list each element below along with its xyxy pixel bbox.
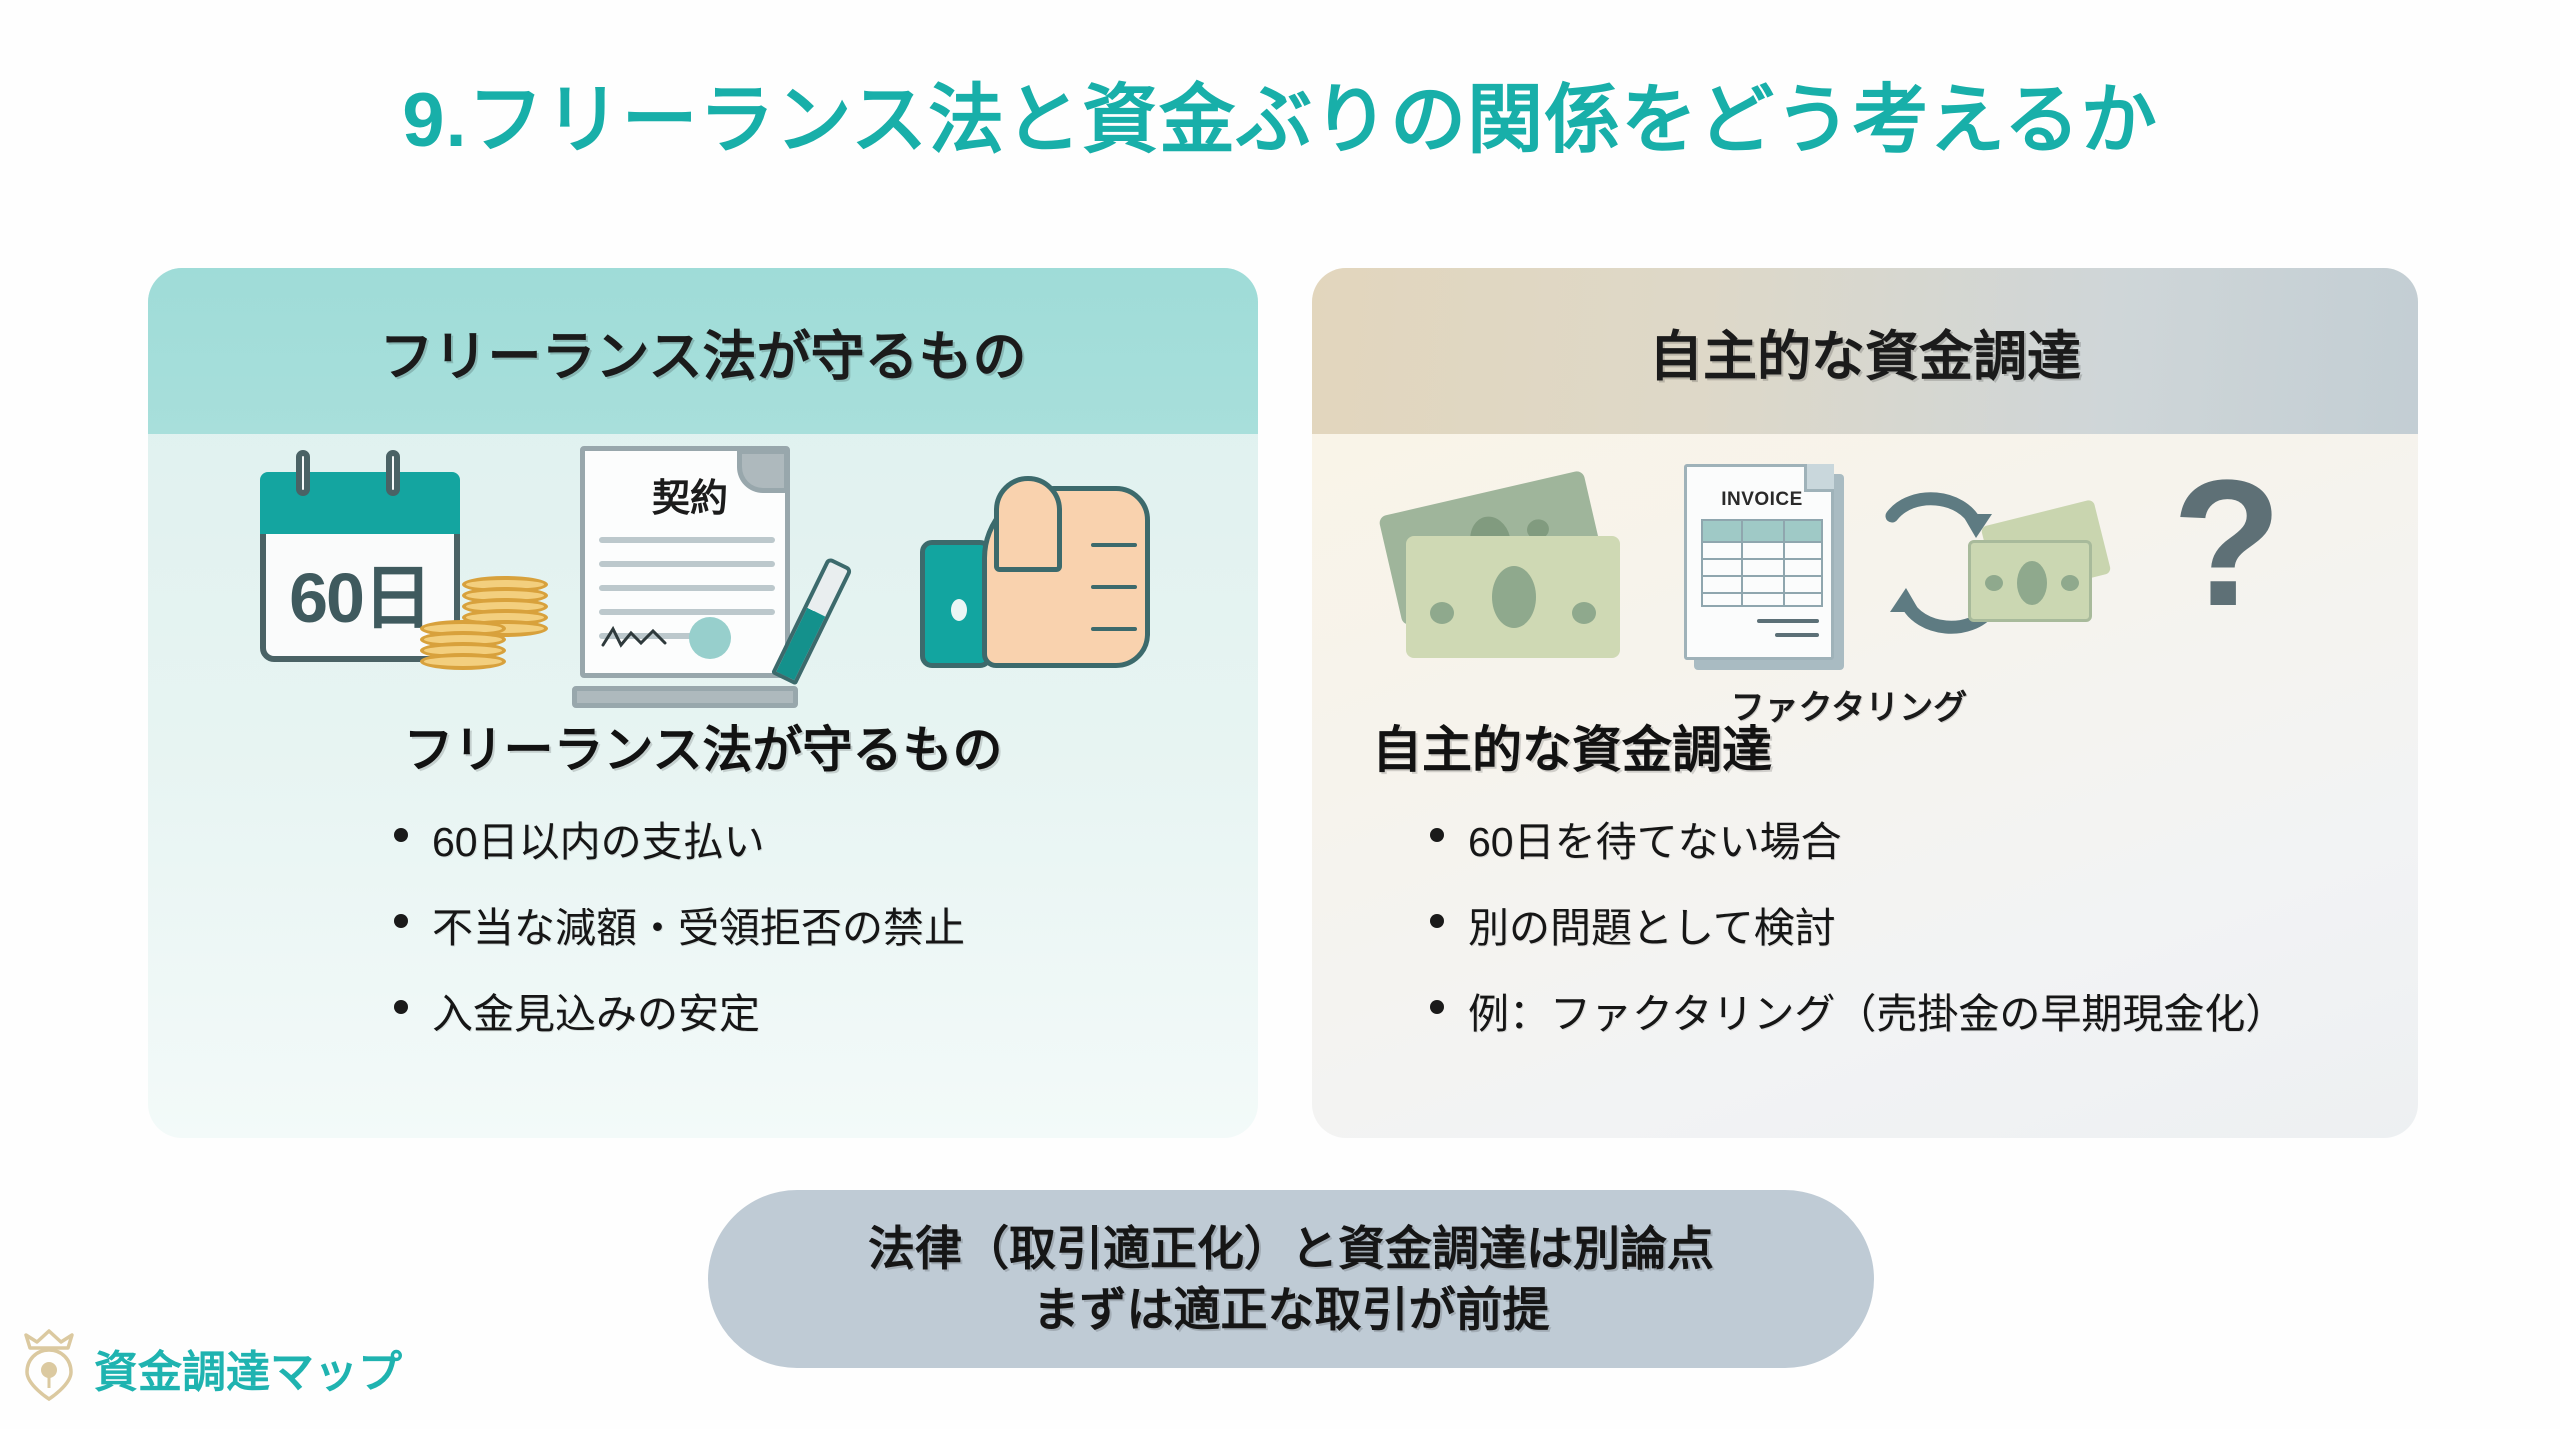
left-card-body: フリーランス法が守るもの 60日以内の支払い 不当な減額・受領拒否の禁止 入金見… (148, 704, 1258, 1040)
right-bullet-list: 60日を待てない場合 別の問題として検討 例：ファクタリング（売掛金の早期現金化… (1422, 808, 2418, 1040)
crowned-map-pin-icon (18, 1328, 80, 1407)
banknotes-icon (1378, 469, 1644, 672)
list-item: 60日以内の支払い (386, 808, 1258, 868)
question-mark-icon: ? (2172, 443, 2282, 644)
right-body-title: 自主的な資金調達 (1372, 722, 1772, 778)
invoice-label: INVOICE (1721, 489, 1803, 510)
contract-document-icon: 契約 (572, 446, 854, 708)
calendar-label: 60日 (289, 559, 433, 637)
card-freelance-law: フリーランス法が守るもの 60日 (148, 268, 1258, 1138)
summary-banner: 法律（取引適正化）と資金調達は別論点 まずは適正な取引が前提 (708, 1190, 1874, 1368)
banner-line-2: まずは適正な取引が前提 (1032, 1283, 1550, 1336)
page-title: 9.フリーランス法と資金ぶりの関係をどう考えるか (402, 78, 2158, 163)
illustration-right: INVOICE (1312, 434, 2418, 727)
card-header-left-text: フリーランス法が守るもの (379, 326, 1027, 387)
card-header-right: 自主的な資金調達 (1312, 268, 2418, 434)
calendar-icon: 60日 (260, 450, 460, 662)
invoice-icon: INVOICE (1684, 464, 1874, 674)
cash-icon (1958, 499, 2112, 632)
card-header-right-text: 自主的な資金調達 (1649, 326, 2081, 387)
left-bullet-list: 60日以内の支払い 不当な減額・受領拒否の禁止 入金見込みの安定 (386, 808, 1258, 1040)
left-body-title: フリーランス法が守るもの (403, 722, 1003, 778)
document-label: 契約 (651, 478, 728, 520)
card-self-funding: 自主的な資金調達 INVOICE (1312, 268, 2418, 1138)
banner-line-1: 法律（取引適正化）と資金調達は別論点 (868, 1221, 1714, 1275)
signature-scribble-icon (601, 623, 671, 649)
thumbs-up-icon (920, 476, 1150, 678)
factoring-caption: ファクタリング (1730, 689, 1968, 727)
list-item: 例：ファクタリング（売掛金の早期現金化） (1422, 980, 2418, 1040)
brand-logo: 資金調達マップ (18, 1328, 402, 1407)
illustration-left: 60日 契約 (148, 434, 1258, 708)
right-card-body: 自主的な資金調達 60日を待てない場合 別の問題として検討 例：ファクタリング（… (1312, 704, 2418, 1040)
logo-text: 資金調達マップ (94, 1347, 402, 1397)
list-item: 別の問題として検討 (1422, 894, 2418, 954)
coins-icon (420, 576, 548, 692)
list-item: 不当な減額・受領拒否の禁止 (386, 894, 1258, 954)
list-item: 60日を待てない場合 (1422, 808, 2418, 868)
list-item: 入金見込みの安定 (386, 980, 1258, 1040)
card-header-left: フリーランス法が守るもの (148, 268, 1258, 434)
